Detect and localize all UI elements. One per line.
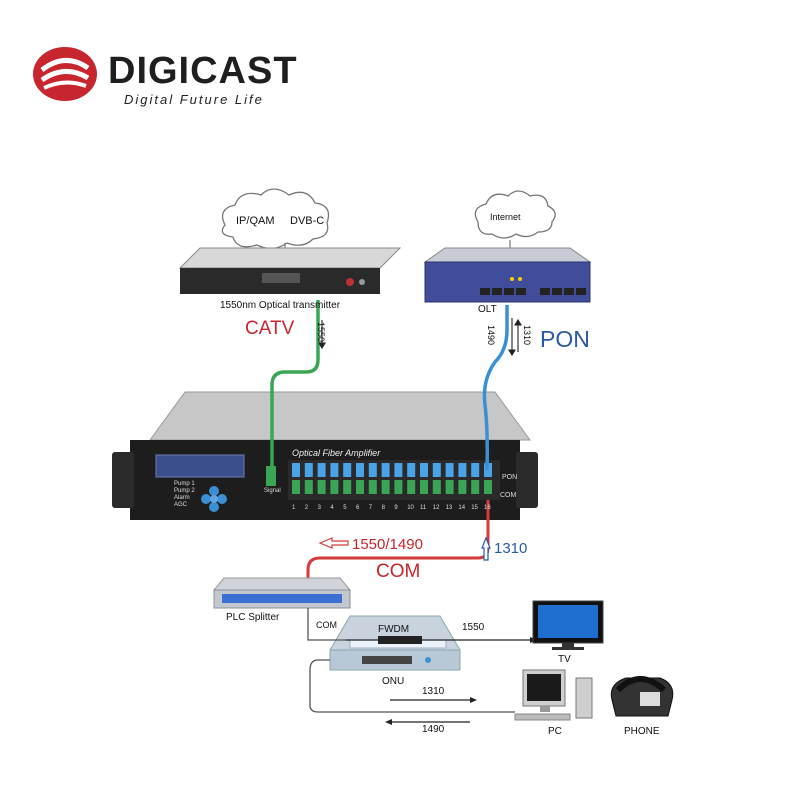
- pc-label: PC: [548, 726, 562, 737]
- amp-port-lower: [407, 480, 416, 494]
- plc-splitter-label: PLC Splitter: [226, 612, 280, 623]
- amp-port-lower: [445, 480, 454, 494]
- amp-port-number: 3: [317, 505, 321, 511]
- wavelength-1310-olt: 1310: [522, 325, 532, 346]
- amp-com-label: COM: [500, 492, 517, 499]
- amp-port-upper: [407, 463, 416, 477]
- wavelength-1490-olt: 1490: [486, 325, 496, 346]
- amp-port-upper: [330, 463, 339, 477]
- onu-device: [329, 615, 461, 671]
- transmitter-label: 1550nm Optical transmitter: [220, 300, 341, 311]
- cloud-ipqam-dvbc: [221, 188, 330, 250]
- fwdm-label: FWDM: [378, 624, 410, 635]
- amp-port-lower: [356, 480, 364, 494]
- amp-port-number: 10: [407, 505, 414, 511]
- amp-port-lower: [471, 480, 480, 494]
- amp-port-upper: [356, 463, 364, 477]
- amp-port-number: 5: [343, 505, 347, 511]
- amp-port-upper: [381, 463, 390, 477]
- amp-indicator-4: AGC: [174, 502, 188, 508]
- label-1490-onu: 1490: [422, 724, 445, 735]
- amp-port-number: 14: [458, 505, 466, 511]
- amp-port-lower: [420, 480, 428, 494]
- amp-indicator-3: Alarm: [174, 495, 190, 501]
- amp-port-lower: [292, 480, 300, 494]
- amp-port-number: 8: [381, 505, 385, 511]
- amp-port-lower: [484, 480, 492, 494]
- amp-port-lower: [330, 480, 339, 494]
- onu-label: ONU: [382, 676, 405, 687]
- amp-indicator-2: Pump 2: [174, 488, 195, 494]
- amp-port-number: 15: [471, 505, 478, 511]
- label-1550-1490: 1550/1490: [352, 536, 423, 553]
- amplifier-title: Optical Fiber Amplifier: [292, 448, 381, 458]
- label-1310-amp: 1310: [494, 540, 528, 557]
- cloud-ipqam-label: IP/QAM: [236, 215, 275, 227]
- amp-port-number: 6: [356, 505, 360, 511]
- com-small-label: COM: [316, 620, 337, 630]
- brand-logo: [30, 44, 100, 104]
- phone-label: PHONE: [624, 726, 660, 737]
- amp-port-lower: [317, 480, 326, 494]
- brand-name: DIGICAST: [108, 50, 298, 92]
- amp-port-upper: [343, 463, 352, 477]
- amplifier-device: [112, 391, 538, 520]
- amp-port-upper: [304, 463, 313, 477]
- amp-port-lower: [458, 480, 467, 494]
- amp-port-upper: [368, 463, 377, 477]
- cloud-internet: [474, 190, 556, 239]
- amp-port-upper: [458, 463, 467, 477]
- pon-fiber: [482, 305, 509, 471]
- amp-port-number: 11: [420, 505, 427, 511]
- arrow-1310-amp: [481, 536, 491, 561]
- amp-port-upper: [317, 463, 326, 477]
- amp-port-upper: [292, 463, 300, 477]
- pon-label: PON: [540, 326, 590, 352]
- amp-signal-label: Signal: [264, 488, 281, 494]
- label-1310-onu: 1310: [422, 686, 445, 697]
- com-label: COM: [376, 561, 421, 582]
- amp-port-upper: [445, 463, 454, 477]
- catv-label: CATV: [245, 318, 295, 339]
- tv-device: [532, 600, 604, 650]
- olt-device: [423, 247, 592, 303]
- olt-label: OLT: [478, 304, 497, 315]
- amp-port-lower: [432, 480, 441, 494]
- amp-port-lower: [394, 480, 403, 494]
- amp-indicator-1: Pump 1: [174, 481, 195, 487]
- wavelength-1550-tx: 1550: [316, 322, 326, 343]
- cloud-dvbc-label: DVB-C: [290, 215, 325, 227]
- amp-pon-label: PON: [502, 474, 518, 481]
- amp-port-number: 1: [292, 505, 296, 511]
- amp-port-number: 13: [445, 505, 453, 511]
- amp-port-lower: [343, 480, 352, 494]
- amp-port-number: 2: [304, 505, 309, 511]
- amp-port-number: 9: [394, 505, 398, 511]
- plc-splitter-device: [212, 577, 352, 609]
- arrow-1550-1490: [318, 537, 349, 549]
- amp-port-number: 4: [330, 505, 334, 511]
- amp-port-number: 12: [432, 505, 440, 511]
- amp-port-upper: [420, 463, 428, 477]
- transmitter-device: [178, 247, 402, 294]
- brand-tagline: Digital Future Life: [124, 92, 264, 107]
- amp-port-lower: [368, 480, 377, 494]
- phone-device: [610, 676, 674, 717]
- amp-port-upper: [432, 463, 441, 477]
- amp-port-lower: [381, 480, 390, 494]
- catv-fiber: [270, 300, 320, 476]
- pc-device: [514, 669, 593, 721]
- label-1550-tv: 1550: [462, 622, 485, 633]
- amp-port-number: 7: [368, 505, 373, 511]
- amp-port-number: 16: [484, 505, 491, 511]
- amp-port-upper: [471, 463, 480, 477]
- tv-label: TV: [558, 654, 571, 665]
- amp-port-upper: [394, 463, 403, 477]
- amp-port-lower: [304, 480, 313, 494]
- cloud-internet-label: Internet: [490, 212, 521, 222]
